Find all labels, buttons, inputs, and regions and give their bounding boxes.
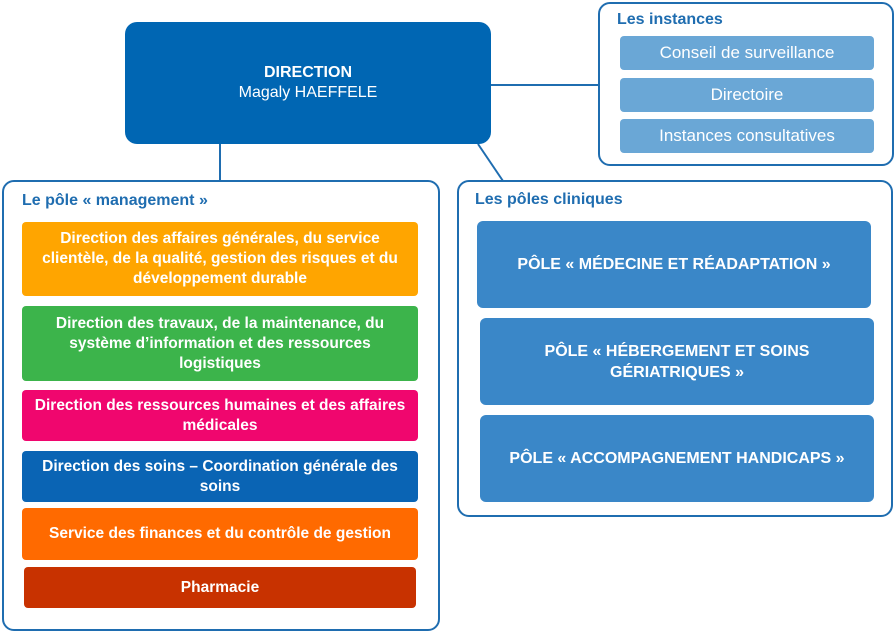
mgmt-item-ressources-humaines: Direction des ressources humaines et des… bbox=[22, 390, 418, 441]
clinical-item-hebergement: PÔLE « HÉBERGEMENT ET SOINS GÉRIATRIQUES… bbox=[480, 318, 874, 405]
mgmt-item-pharmacie: Pharmacie bbox=[24, 567, 416, 608]
direction-title: DIRECTION bbox=[264, 64, 352, 81]
direction-box: DIRECTION Magaly HAEFFELE bbox=[125, 22, 491, 144]
clinical-item-medecine: PÔLE « MÉDECINE ET RÉADAPTATION » bbox=[477, 221, 871, 308]
connector-direction-clinical bbox=[477, 143, 504, 182]
mgmt-item-direction-soins: Direction des soins – Coordination génér… bbox=[22, 451, 418, 502]
management-title: Le pôle « management » bbox=[22, 192, 208, 209]
mgmt-item-affaires-generales: Direction des affaires générales, du ser… bbox=[22, 222, 418, 296]
direction-name: Magaly HAEFFELE bbox=[238, 84, 378, 101]
clinical-title: Les pôles cliniques bbox=[475, 191, 623, 208]
instance-item-directoire: Directoire bbox=[620, 78, 874, 112]
instances-title: Les instances bbox=[617, 11, 723, 28]
instance-item-conseil: Conseil de surveillance bbox=[620, 36, 874, 70]
mgmt-item-travaux: Direction des travaux, de la maintenance… bbox=[22, 306, 418, 381]
instance-item-consultatives: Instances consultatives bbox=[620, 119, 874, 153]
clinical-item-handicaps: PÔLE « ACCOMPAGNEMENT HANDICAPS » bbox=[480, 415, 874, 502]
mgmt-item-finances: Service des finances et du contrôle de g… bbox=[22, 508, 418, 560]
